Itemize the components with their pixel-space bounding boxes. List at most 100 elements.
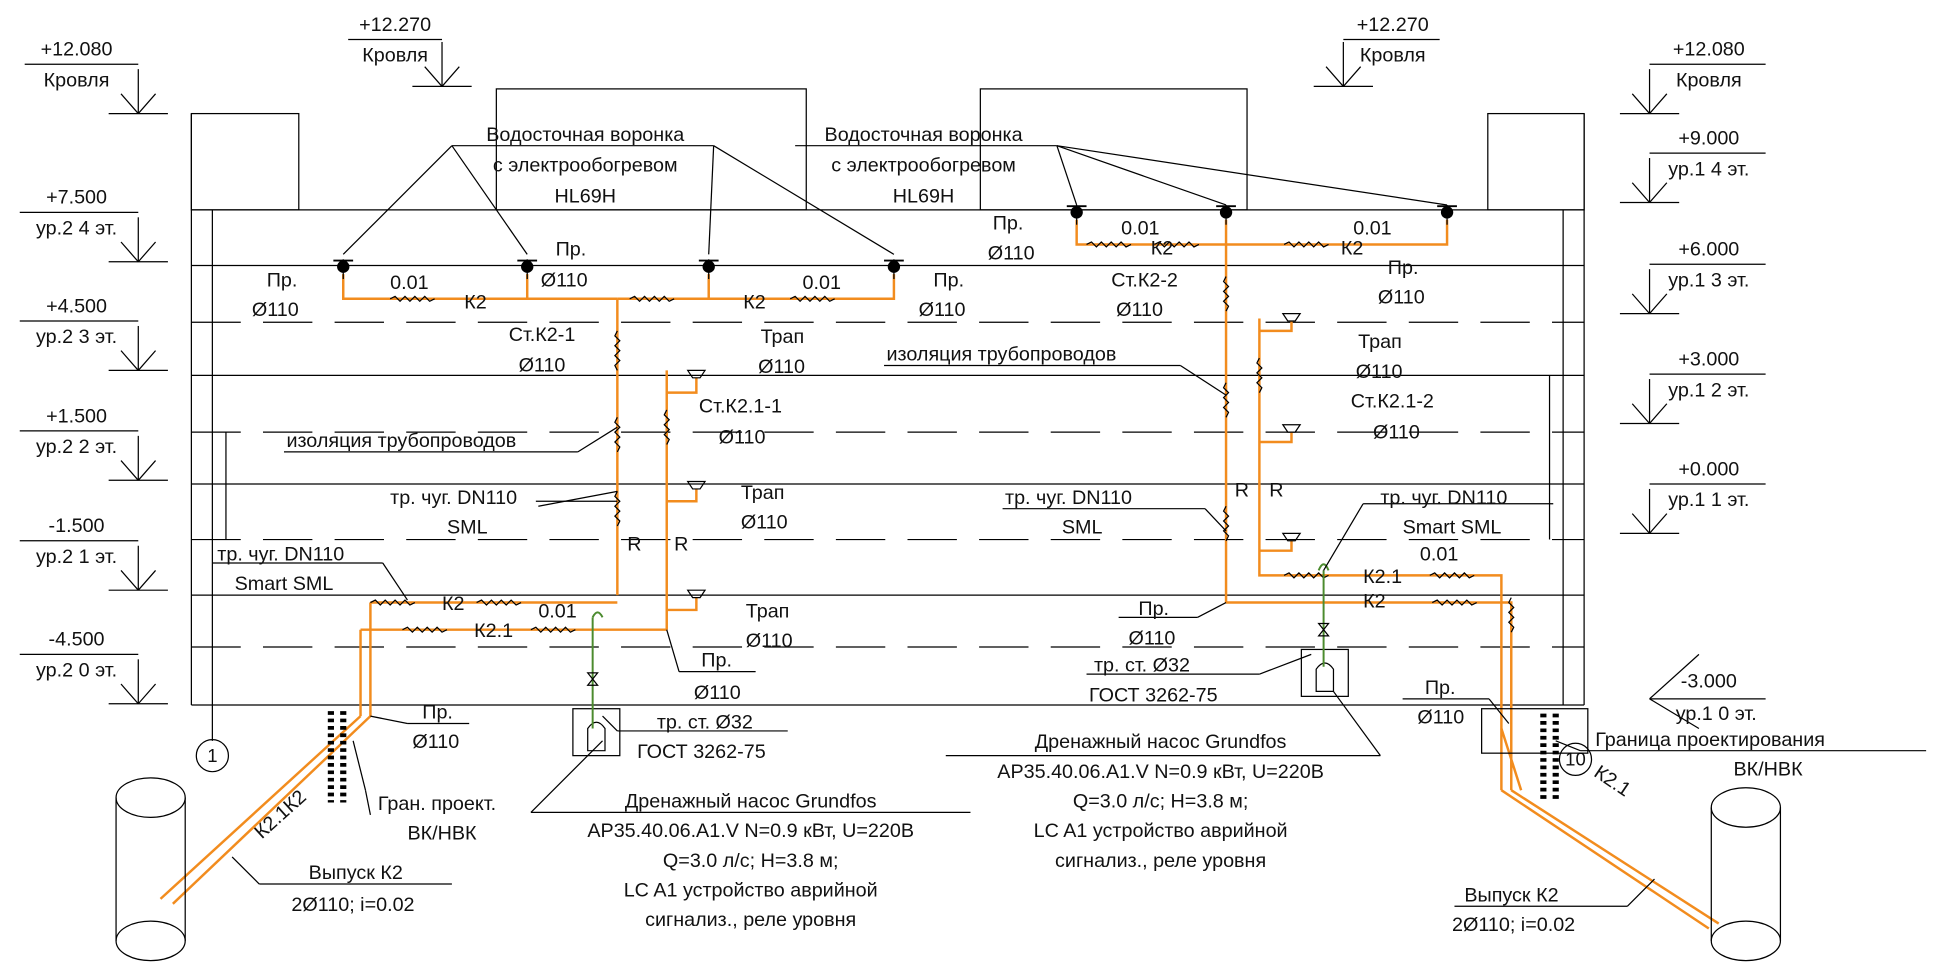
svg-text:Пр.: Пр. bbox=[422, 702, 453, 724]
svg-text:Ст.К2-1: Ст.К2-1 bbox=[509, 324, 576, 346]
svg-text:Ø110: Ø110 bbox=[519, 355, 566, 377]
svg-text:Ø110: Ø110 bbox=[1373, 421, 1420, 443]
right-riser-k21-system bbox=[1256, 312, 1503, 791]
left-drain-pump bbox=[572, 611, 621, 757]
svg-text:-4.500: -4.500 bbox=[49, 629, 105, 651]
svg-text:0.01: 0.01 bbox=[538, 600, 576, 622]
svg-text:SML: SML bbox=[1062, 516, 1103, 538]
svg-text:Ø110: Ø110 bbox=[719, 426, 766, 448]
svg-text:+12.080: +12.080 bbox=[41, 39, 113, 61]
svg-text:R: R bbox=[674, 534, 688, 556]
svg-text:К2: К2 bbox=[442, 593, 465, 615]
svg-text:Ø110: Ø110 bbox=[412, 731, 459, 753]
svg-text:сигнализ., реле уровня: сигнализ., реле уровня bbox=[645, 909, 856, 931]
right-drain-pump bbox=[1300, 563, 1349, 697]
svg-text:К2: К2 bbox=[743, 292, 766, 314]
floor-trap-icon bbox=[1282, 424, 1301, 433]
svg-text:Ø110: Ø110 bbox=[1417, 707, 1464, 729]
svg-text:Q=3.0 л/с; H=3.8 м;: Q=3.0 л/с; H=3.8 м; bbox=[1073, 790, 1249, 812]
elevation-right-level-3: +6.000 ур.1 3 эт. bbox=[1619, 239, 1766, 315]
svg-text:К2.1: К2.1 bbox=[1590, 761, 1635, 801]
svg-text:Пр.: Пр. bbox=[1388, 257, 1419, 279]
left-manhole bbox=[115, 777, 186, 962]
svg-text:Кровля: Кровля bbox=[362, 45, 428, 67]
elevation-left-level-4: +7.500 ур.2 4 эт. bbox=[19, 187, 169, 263]
svg-text:+7.500: +7.500 bbox=[46, 187, 107, 209]
svg-text:с электрообогревом: с электрообогревом bbox=[493, 155, 678, 177]
left-riser-k21-system bbox=[663, 369, 706, 630]
svg-text:тр. чуг. DN110: тр. чуг. DN110 bbox=[1005, 487, 1132, 509]
elevation-right-level-1: +0.000 ур.1 1 эт. bbox=[1619, 458, 1766, 535]
svg-text:К2: К2 bbox=[1363, 590, 1386, 612]
svg-text:Пр.: Пр. bbox=[993, 213, 1024, 235]
valve-icon bbox=[1317, 622, 1330, 637]
svg-text:изоляция трубопроводов: изоляция трубопроводов bbox=[286, 430, 516, 452]
svg-text:+3.000: +3.000 bbox=[1678, 348, 1739, 370]
svg-text:-1.500: -1.500 bbox=[49, 515, 105, 537]
elevation-right-level-0: -3.000 ур.1 0 эт. bbox=[1649, 653, 1766, 729]
right-manhole bbox=[1710, 787, 1782, 962]
svg-text:Пр.: Пр. bbox=[267, 269, 298, 291]
svg-text:Трап: Трап bbox=[761, 326, 805, 348]
grid-axis-1: 1 bbox=[195, 738, 230, 773]
svg-text:ур.1 3 эт.: ур.1 3 эт. bbox=[1668, 269, 1749, 291]
svg-text:ур.2 0 эт.: ур.2 0 эт. bbox=[36, 660, 117, 682]
svg-text:Ст.К2.1-2: Ст.К2.1-2 bbox=[1351, 390, 1434, 412]
svg-text:ур.2 2 эт.: ур.2 2 эт. bbox=[36, 436, 117, 458]
floor-trap-icon bbox=[687, 589, 706, 599]
svg-text:2Ø110; i=0.02: 2Ø110; i=0.02 bbox=[1452, 914, 1575, 936]
elevation-left-level-3: +4.500 ур.2 3 эт. bbox=[19, 295, 169, 372]
svg-text:К2: К2 bbox=[1151, 237, 1174, 259]
svg-text:Ø110: Ø110 bbox=[1378, 287, 1425, 309]
svg-text:Выпуск К2: Выпуск К2 bbox=[309, 862, 403, 884]
right-roof-drain-system bbox=[1065, 204, 1515, 791]
left-basement-collectors bbox=[159, 599, 667, 905]
svg-text:ур.1 4 эт.: ур.1 4 эт. bbox=[1668, 158, 1749, 180]
svg-text:+0.000: +0.000 bbox=[1678, 458, 1739, 480]
svg-text:Ø110: Ø110 bbox=[988, 242, 1035, 264]
svg-text:+12.270: +12.270 bbox=[1357, 14, 1429, 36]
svg-text:тр. чуг. DN110: тр. чуг. DN110 bbox=[390, 487, 517, 509]
roof-funnel-icon bbox=[332, 258, 355, 280]
svg-text:Пр.: Пр. bbox=[1425, 677, 1456, 699]
svg-text:ВК/НВК: ВК/НВК bbox=[407, 823, 477, 845]
svg-text:Дренажный насос Grundfos: Дренажный насос Grundfos bbox=[625, 790, 877, 812]
floor-trap-icon bbox=[1282, 312, 1301, 322]
svg-text:1: 1 bbox=[207, 745, 217, 766]
svg-text:ур.1 1 эт.: ур.1 1 эт. bbox=[1668, 489, 1749, 511]
svg-text:R: R bbox=[627, 534, 641, 556]
svg-text:ур.2 1 эт.: ур.2 1 эт. bbox=[36, 546, 117, 568]
svg-text:К2: К2 bbox=[1341, 237, 1364, 259]
svg-text:К2.1К2: К2.1К2 bbox=[250, 786, 310, 843]
elevation-roof-upper-right: +12.270 Кровля bbox=[1313, 14, 1440, 88]
svg-text:Выпуск К2: Выпуск К2 bbox=[1464, 884, 1558, 906]
svg-text:тр. ст. Ø32: тр. ст. Ø32 bbox=[657, 711, 753, 733]
svg-text:2Ø110; i=0.02: 2Ø110; i=0.02 bbox=[291, 894, 414, 916]
svg-text:Кровля: Кровля bbox=[1676, 69, 1742, 91]
svg-text:Дренажный насос Grundfos: Дренажный насос Grundfos bbox=[1035, 731, 1287, 753]
svg-text:К2.1: К2.1 bbox=[1363, 566, 1402, 588]
svg-text:Водосточная воронка: Водосточная воронка bbox=[825, 124, 1023, 146]
svg-text:Ø110: Ø110 bbox=[919, 299, 966, 321]
svg-text:изоляция трубопроводов: изоляция трубопроводов bbox=[887, 344, 1117, 366]
svg-text:0.01: 0.01 bbox=[1353, 218, 1391, 240]
svg-text:с электрообогревом: с электрообогревом bbox=[831, 155, 1016, 177]
svg-text:тр. чуг. DN110: тр. чуг. DN110 bbox=[1380, 487, 1507, 509]
svg-text:Ст.К2.1-1: Ст.К2.1-1 bbox=[699, 395, 782, 417]
svg-text:тр. ст. Ø32: тр. ст. Ø32 bbox=[1094, 655, 1190, 677]
svg-text:+6.000: +6.000 bbox=[1678, 239, 1739, 261]
svg-text:AP35.40.06.A1.V N=0.9 кВт, U=2: AP35.40.06.A1.V N=0.9 кВт, U=220В bbox=[587, 820, 914, 842]
valve-icon bbox=[586, 672, 599, 686]
right-boundary-hatch bbox=[1481, 708, 1589, 803]
svg-text:R: R bbox=[1269, 479, 1283, 501]
svg-text:-3.000: -3.000 bbox=[1681, 671, 1737, 693]
svg-text:ГОСТ 3262-75: ГОСТ 3262-75 bbox=[1089, 684, 1218, 706]
svg-text:ур.1 0 эт.: ур.1 0 эт. bbox=[1676, 703, 1757, 725]
svg-text:Пр.: Пр. bbox=[933, 269, 964, 291]
svg-text:+12.270: +12.270 bbox=[359, 14, 431, 36]
svg-text:0.01: 0.01 bbox=[390, 272, 428, 294]
svg-text:10: 10 bbox=[1565, 749, 1586, 770]
svg-text:LC A1 устройство аврийной: LC A1 устройство аврийной bbox=[1034, 820, 1288, 842]
svg-text:Ø110: Ø110 bbox=[541, 269, 588, 291]
